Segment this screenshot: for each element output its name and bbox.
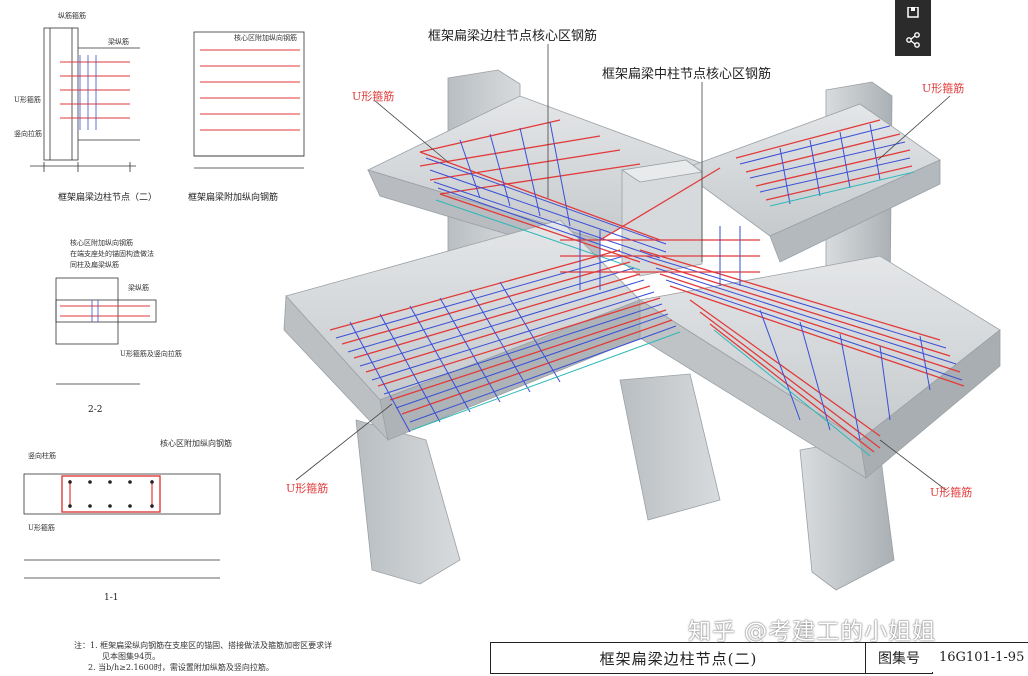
label-u-stirrup-br: U形箍筋: [930, 485, 972, 499]
rebar-back-right: [599, 119, 915, 241]
label-mid-core: 框架扁梁中柱节点核心区钢筋: [602, 66, 771, 82]
label-u-stirrup-tr: U形箍筋: [922, 81, 964, 95]
fig4-u-label: U形箍筋: [28, 523, 55, 532]
rebar-core-node: [560, 226, 760, 290]
fig1-top-label: 纵筋箍筋: [58, 11, 86, 20]
fig3-u-label: U形箍筋及竖向拉筋: [120, 349, 182, 358]
fig1-tie-label: 竖向拉筋: [14, 129, 42, 138]
fig2-caption: 框架扁梁附加纵向钢筋: [188, 191, 278, 203]
label-u-stirrup-tl: U形箍筋: [352, 89, 394, 103]
fig3-section-2-2: [55, 277, 157, 385]
title-block-title: 框架扁梁边柱节点(二): [490, 642, 866, 674]
fig3-note-3: 同柱及扁梁纵筋: [70, 260, 119, 269]
note-line-2: 见本图集94页。: [102, 652, 161, 661]
watermark: 知乎 @考建工的小姐姐: [688, 619, 937, 645]
fig1-u-label: U形箍筋: [14, 95, 41, 104]
label-u-stirrup-bl: U形箍筋: [286, 481, 328, 495]
concrete-structure: [283, 69, 1001, 591]
title-block-atlas-label: 图集号: [865, 642, 933, 674]
leaders: [295, 44, 951, 491]
note-line-3: 2. 当b/h≥2.1600时，需设置附加纵筋及竖向拉筋。: [88, 663, 274, 672]
fig4-section-1-1: [23, 473, 221, 579]
label-edge-core: 框架扁梁边柱节点核心区钢筋: [428, 28, 597, 44]
rebar-front-right: [639, 249, 965, 457]
save-icon[interactable]: [895, 0, 931, 26]
fig4-caption: 1-1: [104, 593, 119, 603]
share-icon[interactable]: [895, 27, 931, 53]
fig1-edge-column-node: [30, 27, 140, 172]
fig1-caption: 框架扁梁边柱节点（二）: [58, 191, 157, 203]
notes: 注：1. 框架扁梁纵向钢筋在支座区的锚固、搭接做法及箍筋加密区要求详 见本图集9…: [74, 640, 332, 673]
fig1-col-label: 梁纵筋: [108, 37, 129, 46]
title-block-atlas-code: 16G101-1-95: [931, 642, 1028, 672]
fig3-note-1: 核心区附加纵向钢筋: [70, 238, 133, 247]
fig2-additional-bars: [193, 31, 305, 169]
fig3-note-2: 在端支座处的锚固构造做法: [70, 249, 154, 258]
rebar-front-left: [329, 249, 681, 433]
fig2-top-label: 核心区附加纵向钢筋: [234, 33, 297, 42]
fig4-core-label: 核心区附加纵向钢筋: [160, 438, 232, 448]
side-toolbar: [895, 0, 931, 56]
fig3-caption: 2-2: [88, 405, 103, 415]
note-line-1: 注：1. 框架扁梁纵向钢筋在支座区的锚固、搭接做法及箍筋加密区要求详: [74, 641, 333, 650]
fig4-col-label: 竖向柱筋: [28, 451, 56, 460]
fig3-beam-label: 梁纵筋: [128, 283, 149, 292]
rebar-back-left: [419, 119, 667, 271]
